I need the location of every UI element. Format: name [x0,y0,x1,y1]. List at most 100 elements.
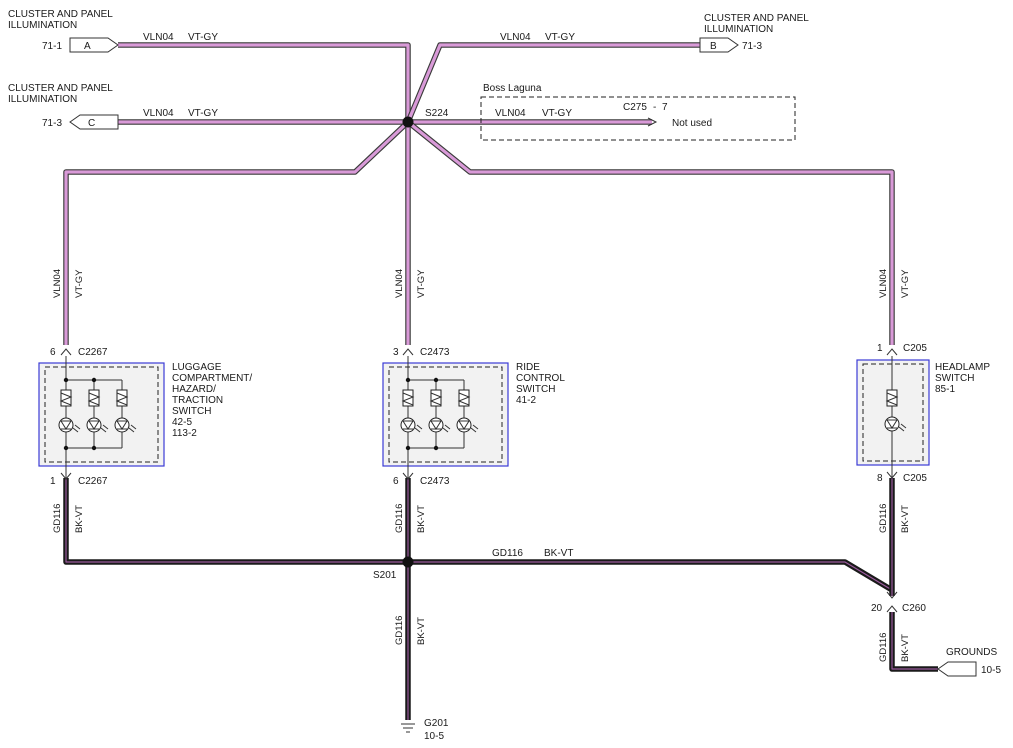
splice-s224-label: S224 [425,108,449,119]
ride-bottom-pin: 6 [393,476,399,487]
splice-s224: S224 [402,108,449,128]
vln04-wire-group [63,42,895,345]
connector-c-title-2: ILLUMINATION [8,94,77,105]
wire-headlamp [406,120,894,345]
gd116-headlamp-circuit: GD116 [878,504,889,533]
boss-laguna-option-box: Boss Laguna C275 - 7 Not used [480,83,796,141]
headlamp-switch[interactable]: 1 C205 HEADLAMP SWITCH 85-1 8 C205 [856,343,990,484]
wire-a-circuit: VLN04 [143,32,174,43]
gd116-luggage-circuit: GD116 [52,504,63,533]
wire-ride-circuit: VLN04 [394,269,405,298]
led-icon [58,417,137,433]
headlamp-line2: SWITCH [935,373,974,384]
ride-line3: SWITCH [516,384,555,395]
wire-luggage [64,120,410,345]
gd116-luggage-color: BK-VT [74,505,85,533]
resistor-icon [401,389,471,407]
wire-headlamp-color: VT-GY [900,269,911,298]
resistor-icon [59,389,129,407]
wire-gd116-luggage [65,478,893,591]
ride-bottom-conn: C2473 [420,476,450,487]
luggage-top-conn: C2267 [78,347,108,358]
ride-top-conn: C2473 [420,347,450,358]
grounds-label: GROUNDS [946,647,997,658]
c275-sep: - [653,102,656,113]
gd116-grounds-circuit: GD116 [878,633,889,662]
headlamp-top-conn: C205 [903,343,927,354]
top-wire-labels: VLN04 VT-GY VLN04 VT-GY VLN04 VT-GY VLN0… [143,32,575,119]
luggage-compartment-switch[interactable]: 6 C2267 [38,347,252,487]
ground-icon [401,723,415,733]
gd116-horizontal-color: BK-VT [544,548,573,559]
connector-b-letter: B [710,41,717,52]
wire-headlamp-circuit: VLN04 [878,269,889,298]
connector-b-ref: 71-3 [742,41,762,52]
gd116-horizontal-circuit: GD116 [492,548,523,559]
gd116-g201-color: BK-VT [416,617,427,645]
connector-c-letter: C [88,118,95,129]
luggage-top-pin: 6 [50,347,56,358]
gd116-ride-color: BK-VT [416,505,427,533]
headlamp-top-pin: 1 [877,343,883,354]
luggage-line3: HAZARD/ [172,384,216,395]
wire-boss-color: VT-GY [542,108,572,119]
gd116-grounds-color: BK-VT [900,634,911,662]
g201-label: G201 [424,718,449,729]
g201-ref: 10-5 [424,731,444,742]
headlamp-ref1: 85-1 [935,384,955,395]
connector-c-ref: 71-3 [42,118,62,129]
splice-s201-label: S201 [373,570,397,581]
resistor-icon [885,389,899,407]
luggage-ref2: 113-2 [172,428,197,439]
connector-a-letter: A [84,41,91,52]
wire-ride-color: VT-GY [416,269,427,298]
connector-a[interactable]: CLUSTER AND PANEL ILLUMINATION 71-1 A [8,9,119,53]
luggage-line4: TRACTION [172,395,223,406]
connector-b-title-2: ILLUMINATION [704,24,773,35]
connector-c260[interactable]: 20 C260 [871,591,926,614]
luggage-bottom-pin: 1 [50,476,56,487]
vertical-vln04-labels: VLN04 VT-GY VLN04 VT-GY VLN04 VT-GY [52,269,911,298]
c275-pin: 7 [662,102,668,113]
connector-a-title-2: ILLUMINATION [8,20,77,31]
connector-a-ref: 71-1 [42,41,62,52]
luggage-line1: LUGGAGE [172,362,222,373]
not-used-note: Not used [672,118,712,129]
gd116-headlamp-color: BK-VT [900,505,911,533]
ride-control-switch[interactable]: 3 C2473 [382,347,565,487]
luggage-ref1: 42-5 [172,417,192,428]
connector-c[interactable]: CLUSTER AND PANEL ILLUMINATION 71-3 C [8,83,119,130]
headlamp-line1: HEADLAMP [935,362,990,373]
grounds-ref: 10-5 [981,665,1001,676]
wire-c-color: VT-GY [188,108,218,119]
c260-conn: C260 [902,603,926,614]
wire-a-color: VT-GY [188,32,218,43]
connector-a-title-1: CLUSTER AND PANEL [8,9,113,20]
wire-a [118,43,410,122]
grounds-connector[interactable]: GROUNDS 10-5 [937,647,1001,677]
splice-s201: S201 [373,556,414,581]
gd116-wire-group [63,478,938,720]
boss-laguna-title: Boss Laguna [483,83,542,94]
connector-b-title-1: CLUSTER AND PANEL [704,13,809,24]
luggage-line5: SWITCH [172,406,211,417]
vertical-gd116-labels: GD116 BK-VT GD116 BK-VT GD116 BK-VT GD11… [52,504,911,662]
ride-line2: CONTROL [516,373,565,384]
wire-luggage-circuit: VLN04 [52,269,63,298]
connector-b[interactable]: CLUSTER AND PANEL ILLUMINATION B 71-3 [699,13,809,53]
ground-g201: G201 10-5 [401,718,449,742]
wire-c-circuit: VLN04 [143,108,174,119]
c275-connector: C275 [623,102,647,113]
wire-b [406,43,700,123]
headlamp-bottom-pin: 8 [877,473,883,484]
led-icon [400,417,479,433]
wire-b-circuit: VLN04 [500,32,531,43]
ride-top-pin: 3 [393,347,399,358]
ride-line1: RIDE [516,362,540,373]
gd116-ride-circuit: GD116 [394,504,405,533]
gd116-g201-circuit: GD116 [394,616,405,645]
ride-ref1: 41-2 [516,395,536,406]
headlamp-bottom-conn: C205 [903,473,927,484]
wire-b-color: VT-GY [545,32,575,43]
